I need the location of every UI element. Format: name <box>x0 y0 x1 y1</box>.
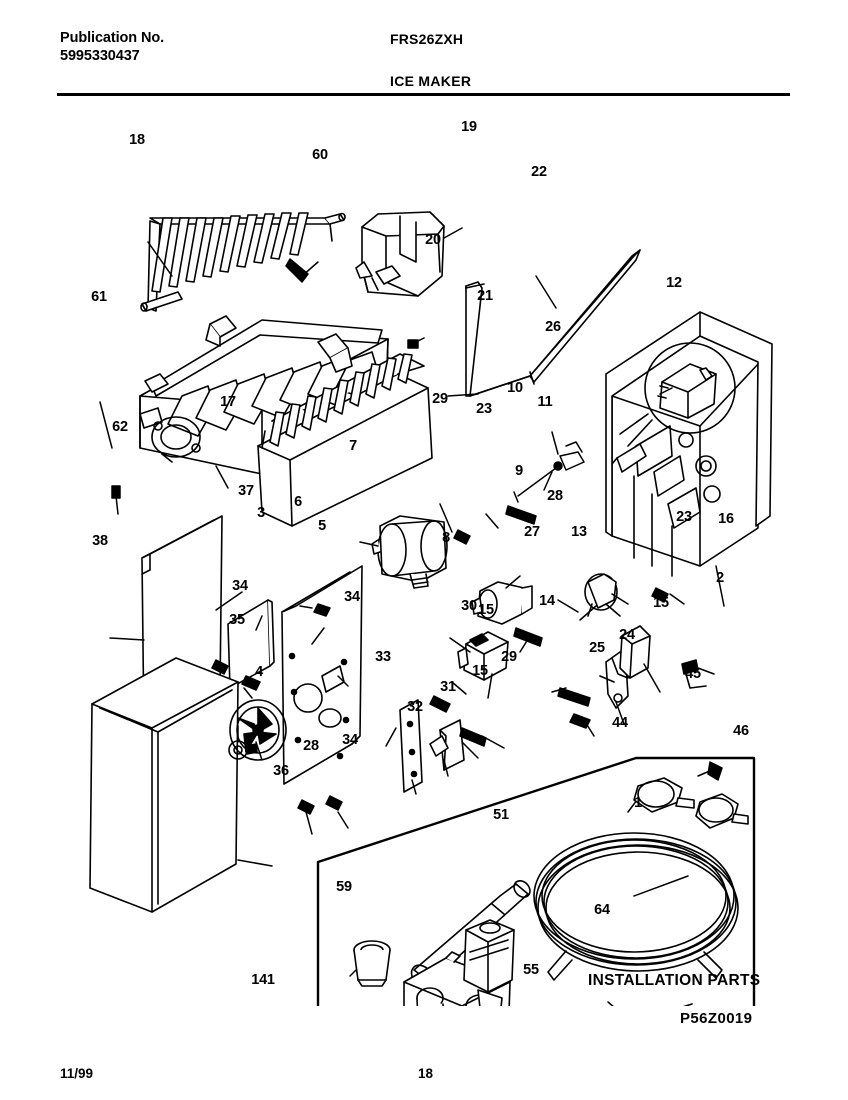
callout-number-27: 27 <box>524 523 540 540</box>
callout-number-14: 14 <box>539 592 555 609</box>
callout-number-5: 5 <box>318 517 326 534</box>
part-mounting-clip <box>682 1003 693 1006</box>
part-front-panel-assembly <box>89 515 363 913</box>
callout-leader-lines <box>99 227 739 1006</box>
callout-number-18: 18 <box>129 131 145 148</box>
installation-parts-box <box>316 756 756 1006</box>
callout-number-25: 25 <box>589 639 605 656</box>
callout-number-23: 23 <box>476 400 492 417</box>
callout-number-20: 20 <box>425 231 441 248</box>
callout-number-59: 59 <box>336 878 352 895</box>
header-divider <box>57 93 790 96</box>
callout-number-33: 33 <box>375 648 391 665</box>
part-tube-clamps <box>633 777 749 829</box>
section-title: ICE MAKER <box>390 73 472 89</box>
callout-number-44: 44 <box>612 714 628 731</box>
callout-number-55: 55 <box>523 961 539 978</box>
part-ejector-comb <box>140 212 346 312</box>
part-grommet <box>353 940 391 987</box>
callout-number-51: 51 <box>493 806 509 823</box>
callout-number-141: 141 <box>251 971 275 988</box>
callout-number-26: 26 <box>545 318 561 335</box>
callout-number-12: 12 <box>666 274 682 291</box>
callout-number-15: 15 <box>478 601 494 618</box>
callout-number-11: 11 <box>537 393 553 410</box>
callout-number-4: 4 <box>255 663 263 680</box>
callout-number-1: 1 <box>634 794 642 811</box>
callout-number-64: 64 <box>594 901 610 918</box>
publication-label: Publication No. <box>60 30 165 46</box>
callout-number-62: 62 <box>112 418 128 435</box>
callout-number-17: 17 <box>220 393 236 410</box>
callout-number-45: 45 <box>685 665 701 682</box>
part-fill-tube-wire <box>465 249 641 397</box>
callout-number-13: 13 <box>571 523 587 540</box>
installation-parts-title: INSTALLATION PARTS <box>588 972 761 989</box>
callout-number-60: 60 <box>312 146 328 163</box>
diagram-svg <box>89 211 773 1006</box>
part-ice-chute <box>355 211 445 297</box>
callout-number-22: 22 <box>531 163 547 180</box>
callout-number-31: 31 <box>440 678 456 695</box>
callout-number-30: 30 <box>461 597 477 614</box>
callout-number-34: 34 <box>342 731 358 748</box>
callout-number-46: 46 <box>733 722 749 739</box>
callout-number-16: 16 <box>718 510 734 527</box>
callout-number-34: 34 <box>344 588 360 605</box>
callout-number-34: 34 <box>232 577 248 594</box>
callout-number-35: 35 <box>229 611 245 628</box>
callout-number-28: 28 <box>303 737 319 754</box>
part-stripper-comb <box>257 353 433 527</box>
callout-number-2: 2 <box>716 569 724 586</box>
part-small-components <box>399 573 707 793</box>
callout-number-19: 19 <box>461 118 477 135</box>
part-drive-motor <box>371 515 448 589</box>
callout-number-7: 7 <box>349 437 357 454</box>
model-number: FRS26ZXH <box>390 31 464 47</box>
footer-page-number: 18 <box>418 1066 434 1081</box>
callout-number-38: 38 <box>92 532 108 549</box>
callout-number-36: 36 <box>273 762 289 779</box>
callout-number-24: 24 <box>619 626 635 643</box>
callout-number-21: 21 <box>477 287 493 304</box>
callout-number-29: 29 <box>501 648 517 665</box>
exploded-view-drawing <box>0 96 848 1006</box>
part-water-tubing-coil <box>533 832 739 981</box>
callout-number-28: 28 <box>547 487 563 504</box>
drawing-code: P56Z0019 <box>680 1010 753 1027</box>
footer-date: 11/99 <box>60 1066 94 1081</box>
callout-number-15: 15 <box>653 594 669 611</box>
page-header: Publication No. 5995330437 FRS26ZXH ICE … <box>0 0 848 96</box>
callout-number-9: 9 <box>515 462 523 479</box>
callout-number-23: 23 <box>676 508 692 525</box>
callout-number-8: 8 <box>442 529 450 546</box>
callout-number-37: 37 <box>238 482 254 499</box>
part-fasteners <box>111 258 723 815</box>
callout-number-6: 6 <box>294 493 302 510</box>
callout-number-3: 3 <box>257 504 265 521</box>
part-fan-blade <box>229 699 287 761</box>
part-control-housing <box>605 311 773 577</box>
callout-number-32: 32 <box>407 698 423 715</box>
callout-number-10: 10 <box>507 379 523 396</box>
callout-number-61: 61 <box>91 288 107 305</box>
part-water-valve <box>403 919 515 1006</box>
publication-number: 5995330437 <box>60 48 140 64</box>
callout-number-15: 15 <box>472 662 488 679</box>
callout-number-29: 29 <box>432 390 448 407</box>
